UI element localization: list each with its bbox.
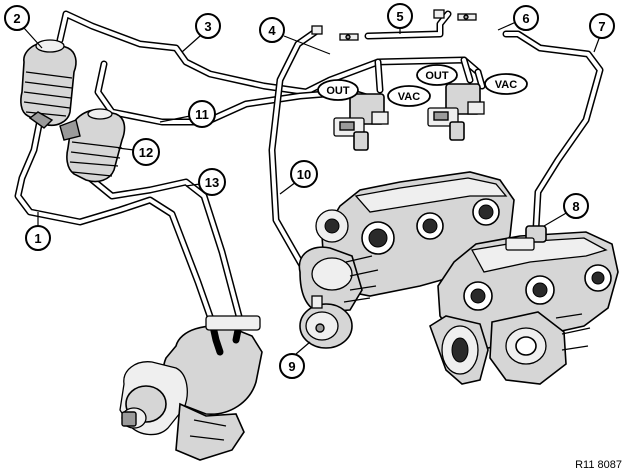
- hose-13: [86, 174, 244, 324]
- callout-12: 12: [132, 138, 160, 166]
- hose-1: [14, 116, 216, 326]
- port-label-left-vac: VAC: [387, 85, 431, 107]
- svg-text:12: 12: [139, 145, 153, 160]
- vacuum-reservoir-12: [59, 108, 126, 183]
- svg-text:6: 6: [522, 11, 529, 26]
- svg-text:1: 1: [34, 231, 41, 246]
- svg-text:OUT: OUT: [425, 70, 449, 82]
- callout-3: 3: [195, 13, 221, 39]
- callout-6: 6: [513, 5, 539, 31]
- reference-number: R11 8087: [575, 459, 622, 471]
- callout-2: 2: [4, 5, 30, 31]
- wastegate-actuator-9: [299, 295, 353, 349]
- vacuum-hoses: [14, 10, 604, 326]
- wastegate-actuator-8: [505, 225, 547, 251]
- valve-feed-hoses: [374, 56, 486, 94]
- svg-text:4: 4: [268, 23, 276, 38]
- svg-text:2: 2: [13, 11, 20, 26]
- callout-13: 13: [198, 168, 226, 196]
- callout-9: 9: [279, 353, 305, 379]
- callout-1: 1: [25, 225, 51, 251]
- svg-text:3: 3: [204, 19, 211, 34]
- vacuum-pump: [119, 315, 263, 461]
- svg-text:VAC: VAC: [495, 79, 517, 91]
- callout-11: 11: [188, 100, 216, 128]
- port-label-right-vac: VAC: [484, 73, 528, 95]
- svg-text:7: 7: [598, 19, 605, 34]
- hose-clips: [311, 9, 477, 41]
- callout-5: 5: [387, 3, 413, 29]
- hose-5: [364, 10, 452, 40]
- port-label-left-out: OUT: [317, 79, 359, 101]
- leader-lines: [23, 21, 601, 355]
- callout-4: 4: [259, 17, 285, 43]
- hose-7: [502, 30, 604, 232]
- svg-text:5: 5: [396, 9, 403, 24]
- svg-text:8: 8: [572, 199, 579, 214]
- callout-8: 8: [563, 193, 589, 219]
- solenoid-valve-4: [333, 93, 389, 151]
- svg-text:VAC: VAC: [398, 91, 420, 103]
- turbocharger-front: [429, 231, 619, 385]
- callout-10: 10: [290, 160, 318, 188]
- port-label-right-out: OUT: [416, 64, 458, 86]
- svg-text:OUT: OUT: [326, 85, 350, 97]
- svg-text:11: 11: [195, 107, 209, 122]
- solenoid-valve-6: [427, 83, 485, 141]
- callout-7: 7: [589, 13, 615, 39]
- svg-text:10: 10: [297, 167, 311, 182]
- svg-text:13: 13: [205, 175, 219, 190]
- svg-text:9: 9: [288, 359, 295, 374]
- vacuum-reservoir-2: [20, 39, 77, 129]
